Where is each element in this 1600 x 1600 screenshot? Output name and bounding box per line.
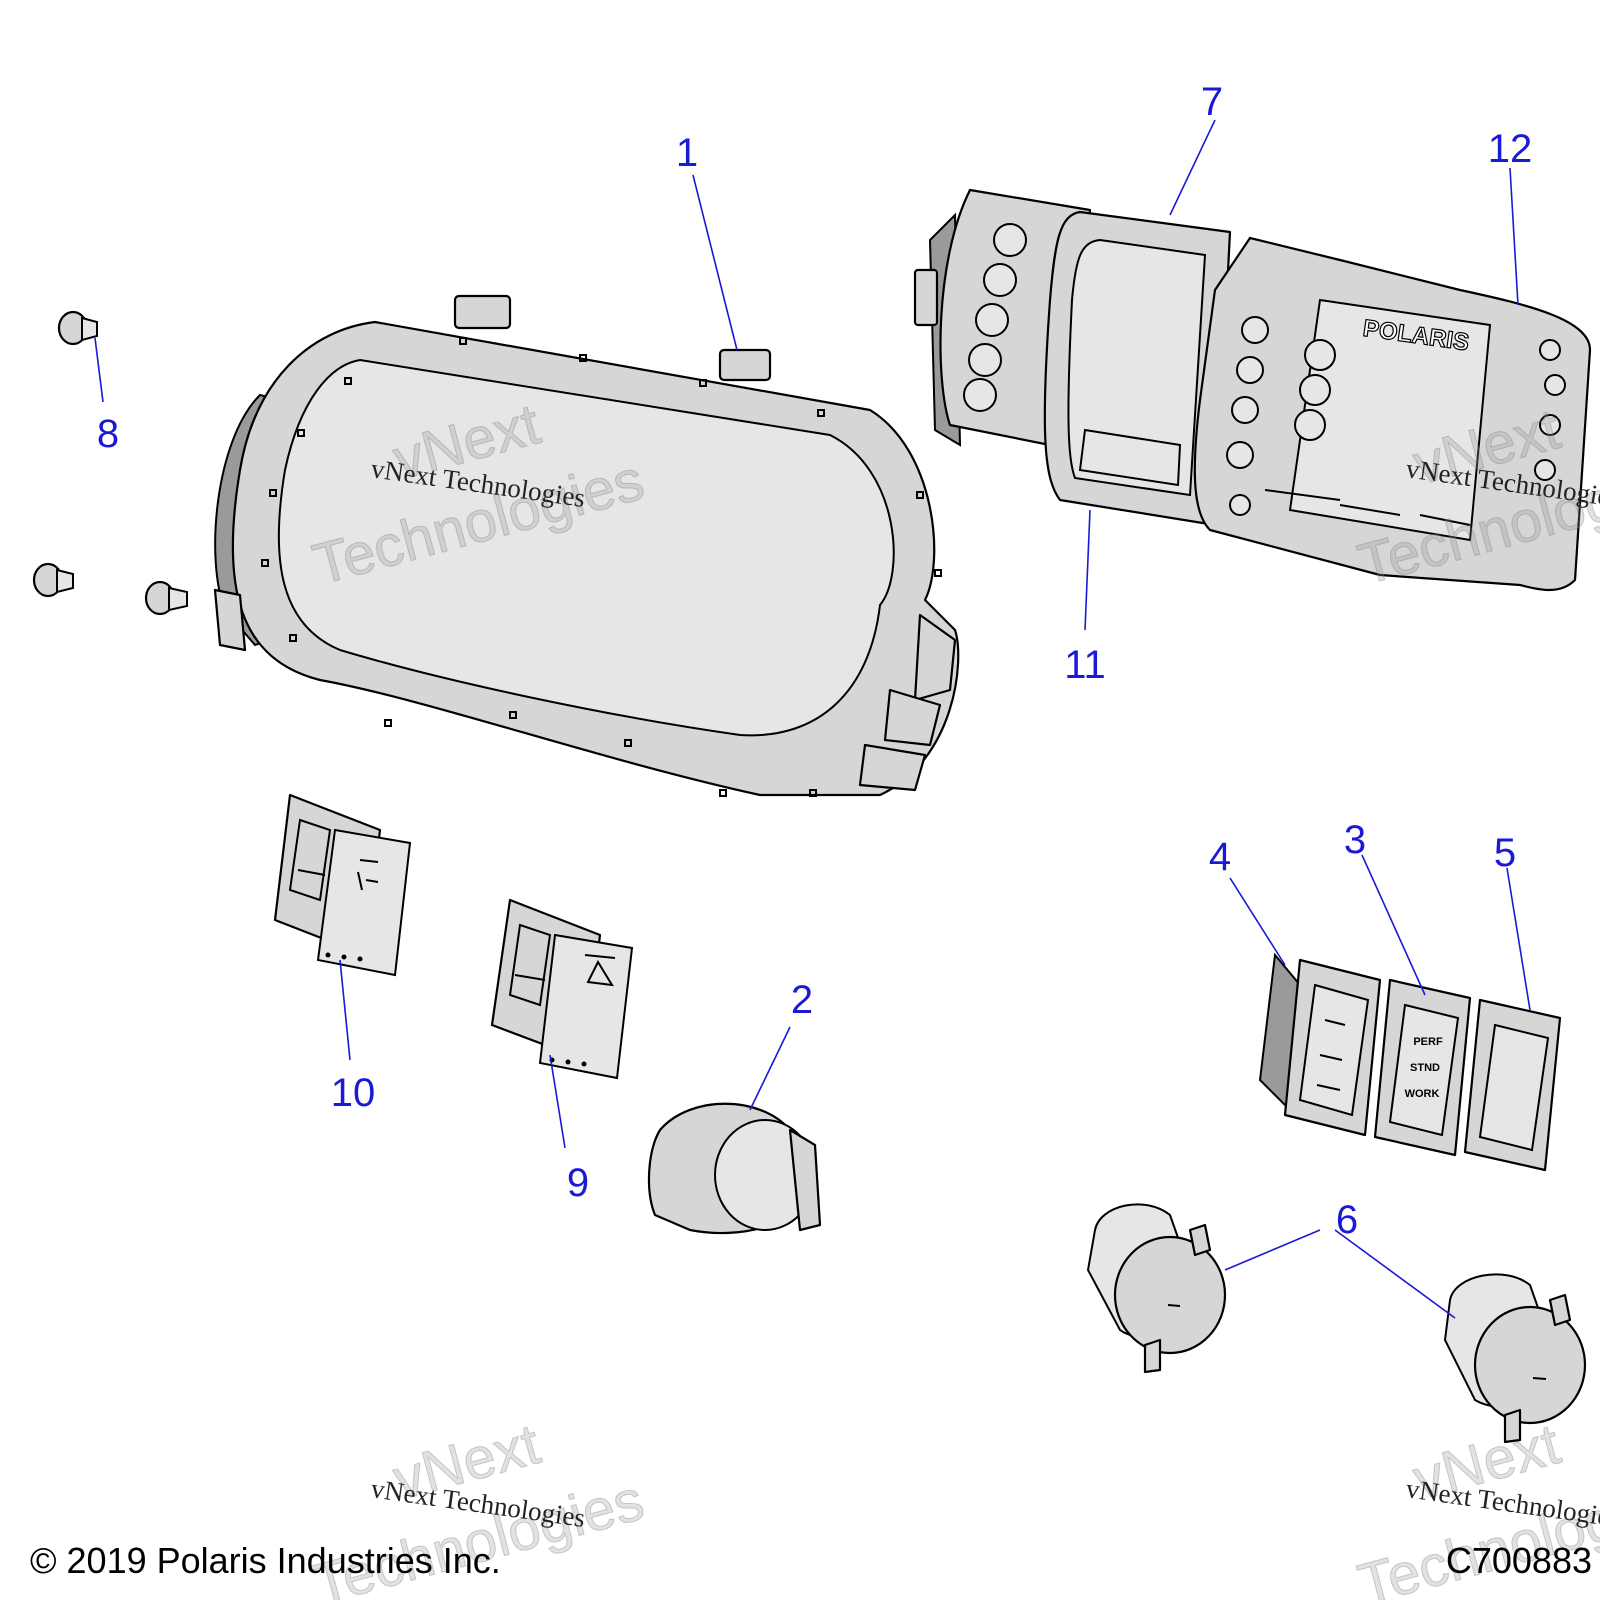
part-3-drive-mode-switch: PERF STND WORK (1373, 978, 1472, 1157)
mode-label-stnd: STND (1410, 1062, 1440, 1074)
callout-1: 1 (676, 131, 698, 175)
part-8-screws (32, 310, 188, 616)
callout-11: 11 (1064, 643, 1106, 687)
copyright-text: © 2019 Polaris Industries Inc. (30, 1540, 501, 1581)
callout-12: 12 (1488, 127, 1533, 171)
figure-code: C700883 (1446, 1540, 1592, 1581)
callout-4: 4 (1209, 835, 1231, 879)
part-9-hazard-switch (490, 898, 634, 1080)
callout-7: 7 (1201, 80, 1223, 124)
part-10-fog-light-switch (273, 793, 412, 977)
part-11-seal (1043, 210, 1232, 527)
callout-6: 6 (1336, 1198, 1358, 1242)
part-1-instrument-cluster (213, 294, 960, 797)
callout-labels: 1 2 3 4 5 6 7 8 9 10 11 12 (97, 80, 1532, 1242)
part-4-switch (1258, 952, 1382, 1137)
callout-9: 9 (567, 1161, 589, 1205)
part-2-ignition-switch (647, 1102, 822, 1235)
mode-label-work: WORK (1405, 1088, 1440, 1100)
callout-10: 10 (331, 1071, 376, 1115)
part-6-power-outlets (1086, 1203, 1587, 1444)
callout-5: 5 (1494, 831, 1516, 875)
power-outlet-right (1443, 1273, 1587, 1444)
power-outlet-left (1086, 1203, 1227, 1374)
mode-label-perf: PERF (1413, 1036, 1443, 1048)
callout-8: 8 (97, 412, 119, 456)
callout-3: 3 (1344, 818, 1366, 862)
callout-2: 2 (791, 978, 813, 1022)
leader-lines (94, 119, 1531, 1319)
part-12-bezel: POLARIS (1193, 236, 1592, 592)
part-5-switch (1463, 998, 1562, 1172)
